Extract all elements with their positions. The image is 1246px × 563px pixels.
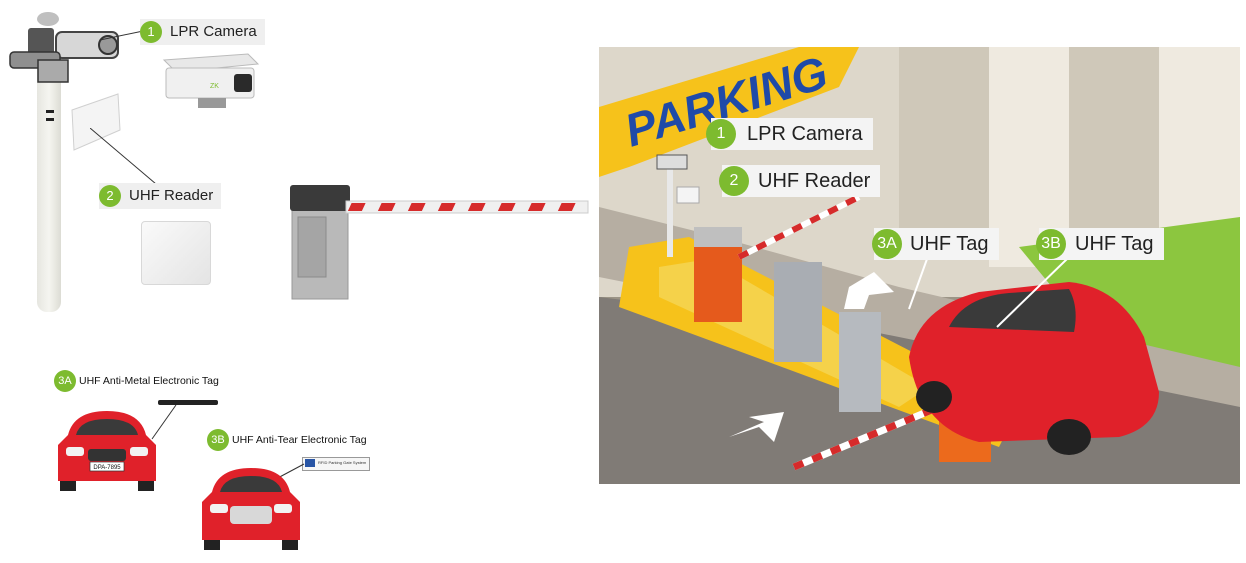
tag-a-leader-line (151, 404, 177, 440)
tag-b-logo-icon (305, 459, 315, 467)
svg-text:ZK: ZK (210, 83, 219, 90)
pole-cap (37, 12, 59, 26)
camera-label-text: LPR Camera (170, 23, 257, 40)
tag-a-badge: 3A (54, 370, 76, 392)
scene-tag-a-label-text: UHF Tag (910, 233, 989, 255)
barrier-gate-icon (290, 185, 589, 300)
car-a-icon: DPA-7895 (58, 411, 156, 491)
scene-camera-label: LPR Camera (711, 118, 873, 150)
parking-illustration: P PARKING LPR Camera 1 UHF Reader 2 UHF … (599, 47, 1240, 484)
uhf-reader-pole-icon (46, 93, 121, 151)
anti-metal-tag-strip (158, 400, 218, 405)
car-a-plate: DPA-7895 (93, 465, 121, 471)
tag-b-label: UHF Anti-Tear Electronic Tag (232, 434, 367, 446)
scene-tag-b-badge: 3B (1036, 229, 1066, 259)
car-b-icon (202, 468, 300, 550)
parking-scene: P PARKING (599, 47, 1240, 484)
scene-reader-badge: 2 (719, 166, 749, 196)
reader-badge: 2 (99, 185, 121, 207)
scene-tag-a-badge: 3A (872, 229, 902, 259)
scene-reader-label-text: UHF Reader (758, 170, 871, 192)
scene-tag-b-label-text: UHF Tag (1075, 233, 1154, 255)
scene-camera-label-text: LPR Camera (747, 123, 863, 145)
camera-badge: 1 (140, 21, 162, 43)
tag-b-badge: 3B (207, 429, 229, 451)
anti-tear-tag-strip: RFID Parking Gate System (302, 457, 370, 471)
uhf-reader-product (141, 221, 211, 285)
lpr-camera-pole-icon (9, 28, 119, 83)
box-camera-icon: ZK (162, 53, 260, 108)
camera-pole (37, 60, 61, 312)
tag-b-strip-text: RFID Parking Gate System (318, 460, 367, 465)
camera-label: LPR Camera (140, 19, 265, 45)
reader-label-text: UHF Reader (129, 187, 214, 204)
scene-camera-badge: 1 (706, 119, 736, 149)
tag-a-label: UHF Anti-Metal Electronic Tag (79, 375, 219, 387)
reader-leader-line (90, 128, 157, 185)
